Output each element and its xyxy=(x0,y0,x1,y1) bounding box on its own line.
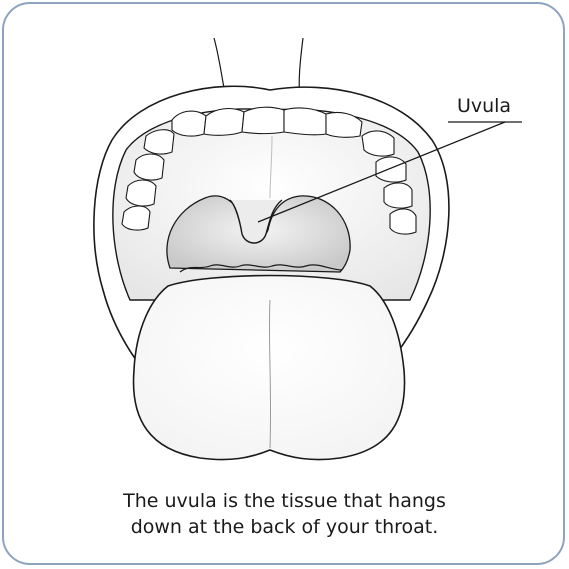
tongue xyxy=(134,276,405,460)
caption-line-2: down at the back of your throat. xyxy=(0,514,569,540)
figure-caption: The uvula is the tissue that hangs down … xyxy=(0,488,569,540)
caption-line-1: The uvula is the tissue that hangs xyxy=(0,488,569,514)
uvula-label: Uvula xyxy=(457,95,511,117)
